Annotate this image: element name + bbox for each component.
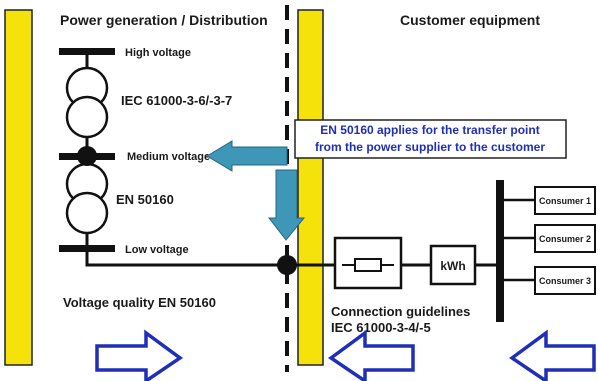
- right-arrow-icon: [95, 329, 184, 381]
- customer-bar: [297, 9, 324, 366]
- low-voltage-label: Low voltage: [125, 244, 189, 256]
- voltage-quality-label: Voltage quality EN 50160: [63, 295, 216, 310]
- medium-voltage-label: Medium voltage: [127, 151, 210, 163]
- consumer-1-label: Consumer 1: [539, 196, 591, 206]
- upper-transformer-icon: [65, 66, 109, 139]
- upper-transformer-standard: IEC 61000-3-6/-3-7: [121, 93, 232, 108]
- low-voltage-line: [85, 252, 335, 267]
- transfer-point-pointer-arrow: [267, 169, 306, 241]
- customer-heading: Customer equipment: [400, 12, 540, 28]
- left-arrow-icon-right: [508, 329, 596, 381]
- consumer-1-box: [534, 186, 596, 215]
- connection-guidelines-label: Connection guidelines: [331, 304, 470, 319]
- consumer-3-label: Consumer 3: [539, 276, 591, 286]
- high-voltage-label: High voltage: [125, 47, 191, 59]
- callout-line-2: from the power supplier to the customer: [315, 140, 545, 154]
- callout-box: [294, 119, 567, 159]
- medium-voltage-pointer-arrow: [206, 140, 288, 172]
- fuse-icon: [342, 258, 394, 272]
- connection-guidelines-standard: IEC 61000-3-4/-5: [331, 320, 431, 335]
- kwh-meter-label: kWh: [440, 259, 465, 273]
- lower-transformer-standard: EN 50160: [116, 192, 174, 207]
- customer-busbar: [496, 180, 504, 322]
- left-arrow-icon-center: [327, 329, 415, 381]
- consumer-2-label: Consumer 2: [539, 234, 591, 244]
- distribution-bar: [4, 9, 33, 366]
- callout-line-1: EN 50160 applies for the transfer point: [320, 123, 539, 137]
- medium-voltage-junction: [77, 146, 97, 166]
- distribution-heading: Power generation / Distribution: [60, 12, 268, 28]
- consumer-3-box: [534, 266, 596, 295]
- consumer-2-box: [534, 224, 596, 253]
- high-voltage-busbar: [59, 48, 115, 55]
- transfer-point: [277, 255, 297, 275]
- lower-transformer-icon: [65, 162, 109, 235]
